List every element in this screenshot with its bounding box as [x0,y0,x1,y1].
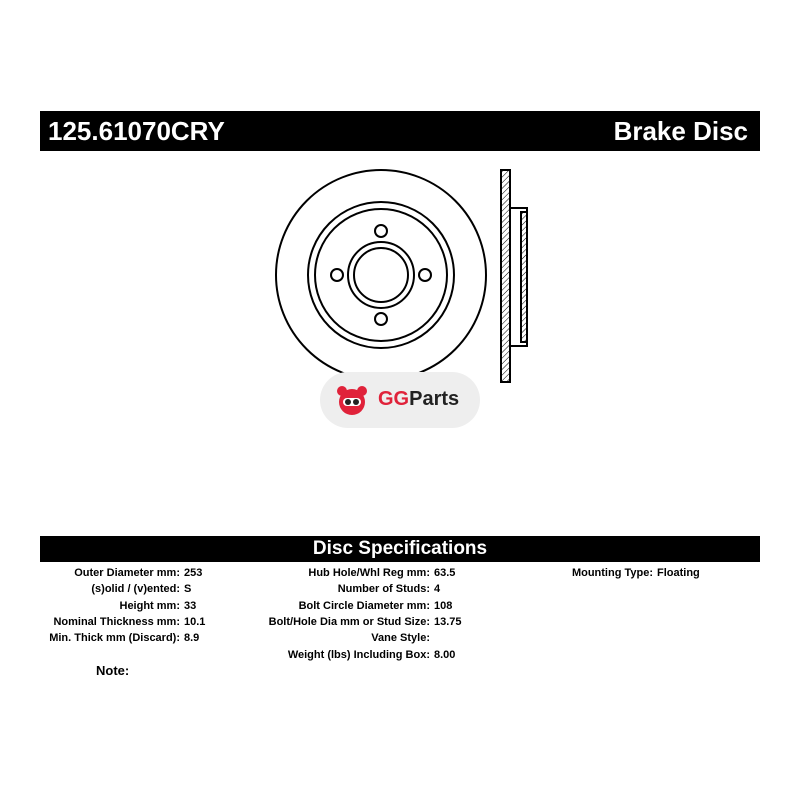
spec-label: Height mm: [119,599,181,612]
spec-value: 33 [184,599,197,612]
part-number: 125.61070CRY [48,116,225,146]
disc-front-view [275,169,487,381]
spec-label: Vane Style: [371,632,430,645]
spec-value: 13.75 [434,615,462,628]
spec-label: Hub Hole/Whl Reg mm: [308,567,430,579]
spec-label: Number of Studs: [337,583,430,596]
spec-label: Bolt Circle Diameter mm: [298,599,430,612]
spec-label: Min. Thick mm (Discard): [49,632,180,645]
mascot-icon [337,386,367,415]
logo-text: GGParts [378,388,460,410]
spec-label: Outer Diameter mm: [74,567,180,579]
spec-value: 8.9 [184,632,200,645]
specs-title: Disc Specifications [40,536,760,562]
spec-value: 4 [434,583,441,596]
spec-value: 253 [184,567,203,579]
disc-side-profile [500,169,528,383]
note-label: Note: [96,663,130,678]
product-type: Brake Disc [613,116,748,146]
spec-value: 108 [434,599,453,612]
header-bar: 125.61070CRY Brake Disc [40,111,760,151]
spec-label: Nominal Thickness mm: [53,615,180,628]
spec-value: S [184,583,192,596]
spec-value: 10.1 [184,615,206,628]
ggparts-logo: GGParts [320,372,480,428]
spec-value: Floating [657,567,700,579]
spec-value: 63.5 [434,567,456,579]
spec-value: 8.00 [434,648,456,661]
spec-label: Weight (lbs) Including Box: [287,648,430,661]
spec-label: (s)olid / (v)ented: [91,583,180,596]
spec-label: Mounting Type: [571,567,653,579]
spec-label: Bolt/Hole Dia mm or Stud Size: [268,615,430,628]
